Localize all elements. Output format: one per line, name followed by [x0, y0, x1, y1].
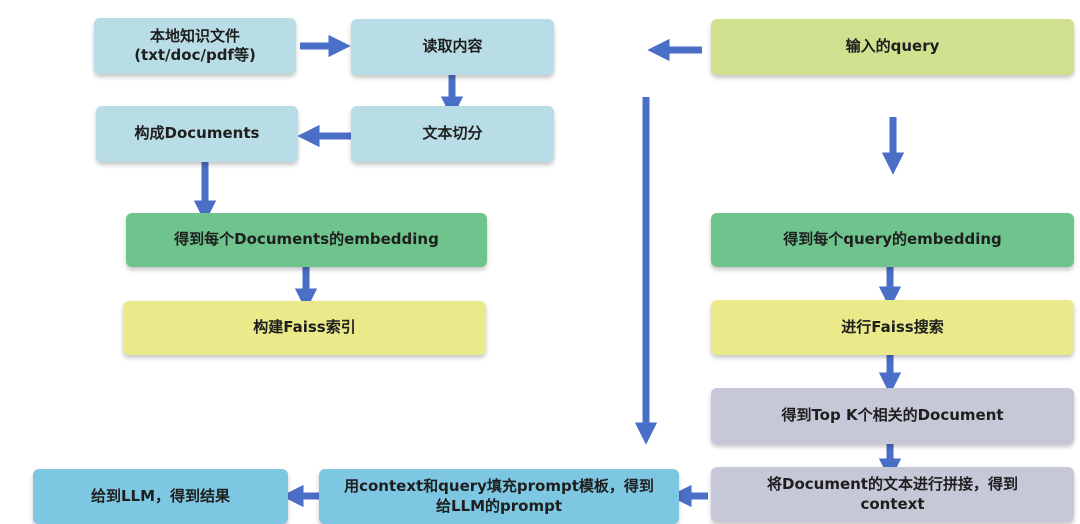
node-concat-docs-label: 将Document的文本进行拼接，得到 context: [767, 475, 1018, 513]
node-concat-docs: 将Document的文本进行拼接，得到 context: [711, 467, 1074, 522]
node-doc-embedding-label: 得到每个Documents的embedding: [174, 230, 439, 249]
node-read-content-label: 读取内容: [422, 37, 483, 56]
node-faiss-search: 进行Faiss搜索: [711, 300, 1074, 355]
node-local-files: 本地知识文件 (txt/doc/pdf等): [94, 18, 296, 74]
node-fill-prompt-label: 用context和query填充prompt模板，得到 给LLM的prompt: [344, 477, 654, 515]
node-read-content: 读取内容: [351, 19, 554, 75]
node-top-k: 得到Top K个相关的Document: [711, 388, 1074, 444]
node-faiss-index-label: 构建Faiss索引: [253, 318, 356, 337]
node-give-llm: 给到LLM，得到结果: [33, 469, 288, 524]
node-text-split: 文本切分: [351, 106, 554, 162]
node-input-query-label: 输入的query: [845, 37, 940, 56]
node-top-k-label: 得到Top K个相关的Document: [781, 406, 1004, 425]
node-doc-embedding: 得到每个Documents的embedding: [126, 213, 487, 267]
node-local-files-label: 本地知识文件 (txt/doc/pdf等): [134, 26, 256, 65]
node-input-query: 输入的query: [711, 19, 1074, 75]
node-give-llm-label: 给到LLM，得到结果: [90, 486, 231, 505]
node-fill-prompt: 用context和query填充prompt模板，得到 给LLM的prompt: [319, 469, 679, 524]
node-build-documents: 构成Documents: [96, 106, 298, 162]
node-text-split-label: 文本切分: [422, 124, 483, 143]
node-query-embedding-label: 得到每个query的embedding: [783, 230, 1002, 249]
node-build-documents-label: 构成Documents: [134, 124, 260, 143]
node-faiss-search-label: 进行Faiss搜索: [841, 317, 944, 336]
node-query-embedding: 得到每个query的embedding: [711, 213, 1074, 267]
node-faiss-index: 构建Faiss索引: [123, 301, 486, 355]
